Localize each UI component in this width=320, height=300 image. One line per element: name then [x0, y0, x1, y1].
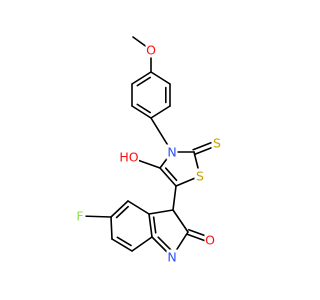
single-bond-c3a-c3: [148, 209, 174, 215]
molecule-structure: O N S S HO O N F: [74, 36, 223, 265]
single-bond-ar4-ar5: [150, 105, 171, 119]
double-bond-ar3-ar4: [131, 103, 152, 119]
atom-o_carbonyl: O: [204, 232, 216, 248]
double-bond-c3a-c7a: [148, 213, 157, 238]
bond-layer: [79, 36, 219, 258]
single-bond-c4i-c3a: [127, 200, 150, 215]
atom-label-o_carbonyl: O: [205, 233, 215, 248]
single-bond-c5-c3: [172, 185, 177, 211]
single-bond-ar6-ar1: [150, 71, 171, 85]
double-bond-c7-c6: [111, 236, 133, 252]
atom-label-o_hydroxy: HO: [119, 150, 138, 165]
atom-label-o_methoxy: O: [146, 43, 156, 58]
atom-s_thione: S: [211, 135, 223, 151]
structure-canvas: O N S S HO O N F: [74, 36, 223, 265]
atom-label-n_ring: N: [167, 145, 176, 160]
atom-o_methoxy: O: [145, 42, 157, 58]
double-bond-ar1-ar2: [131, 71, 152, 87]
single-bond-c3-c2i: [172, 209, 189, 233]
atom-o_hydroxy: HO: [119, 149, 139, 165]
single-bond-c7a-c7: [131, 236, 153, 252]
atom-s_ring: S: [194, 168, 206, 184]
double-bond-c5-c4: [159, 167, 178, 187]
atom-f: F: [74, 208, 86, 224]
single-bond-c6-c5i: [110, 216, 113, 240]
double-bond-ar5-ar6: [165, 83, 171, 107]
atom-n_indole: N: [166, 249, 178, 265]
atom-label-s_thione: S: [213, 136, 221, 151]
atom-label-layer: O N S S HO O N F: [74, 42, 223, 265]
double-bond-c5i-c4i: [110, 200, 129, 219]
atom-label-n_indole: N: [167, 250, 176, 265]
atom-label-s_ring: S: [196, 169, 204, 184]
atom-label-f: F: [76, 209, 83, 224]
atom-n_ring: N: [166, 144, 178, 160]
